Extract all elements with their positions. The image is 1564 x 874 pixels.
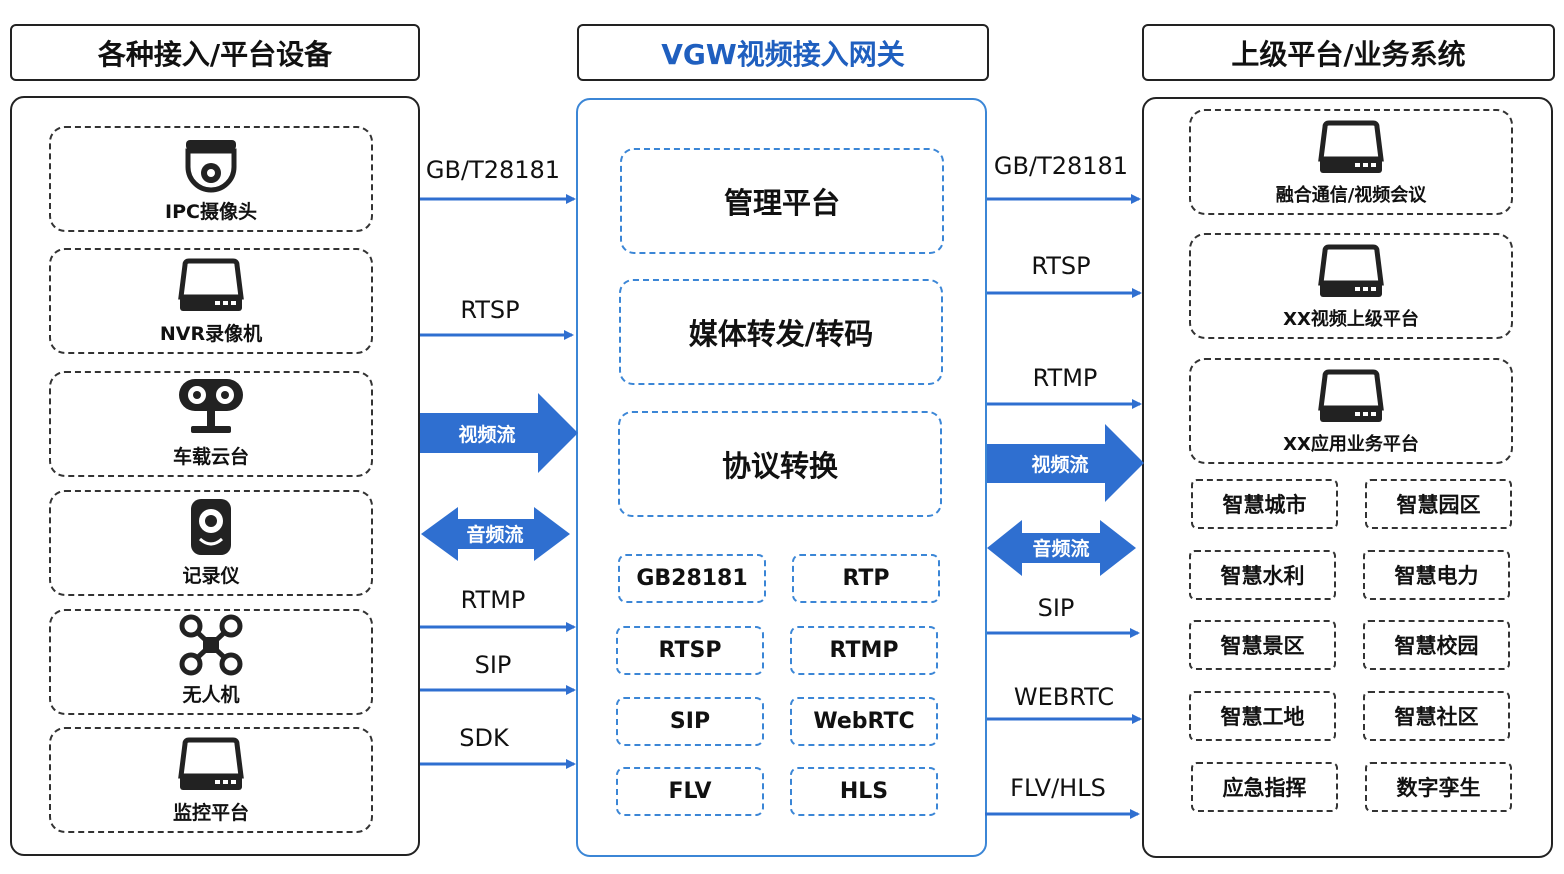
left-panel [10,96,420,856]
app-label: 智慧电力 [1394,564,1479,588]
protocol-label: GB28181 [636,566,748,591]
protocol-label: RTMP [829,638,899,663]
center-header: VGW视频接入网关 [577,24,989,81]
right-audio-arrow [987,520,1136,576]
right-header-title: 上级平台/业务系统 [1231,37,1466,71]
gateway-panel [576,98,987,857]
left-link-label-sip: SIP [474,651,512,679]
right-link-label-rtsp: RTSP [1031,252,1091,280]
protocol-gb28181: GB28181 [618,554,766,603]
drone-icon [179,614,243,680]
upper-platform-label: XX应用业务平台 [1283,434,1419,455]
protocol-sip: SIP [616,697,764,746]
protocol-rtmp: RTMP [790,626,938,675]
device-label: IPC摄像头 [165,201,257,223]
left-video-label: 视频流 [458,423,515,446]
app-smart-site: 智慧工地 [1189,691,1336,741]
protocol-label: RTSP [658,638,722,663]
right-link-label-sip: SIP [1037,594,1075,622]
left-audio-label: 音频流 [466,523,523,546]
device-label: 车载云台 [172,446,249,468]
protocol-label: WebRTC [813,709,915,734]
app-emergency-command: 应急指挥 [1191,762,1338,812]
right-link-label-gb: GB/T28181 [993,152,1129,180]
protocol-label: RTP [842,566,890,591]
server-device-icon [1315,368,1387,430]
upper-platform-label: 融合通信/视频会议 [1275,185,1427,206]
device-vehicle-ptz: 车载云台 [49,371,373,477]
app-smart-scenic: 智慧景区 [1189,620,1336,670]
device-body-recorder: 记录仪 [49,490,373,596]
app-label: 智慧社区 [1394,705,1479,729]
device-nvr: NVR录像机 [49,248,373,354]
upper-platform-business: XX应用业务平台 [1189,358,1513,464]
app-label: 智慧工地 [1220,705,1305,729]
upper-platform-video: XX视频上级平台 [1189,233,1513,339]
protocol-rtsp: RTSP [616,626,764,675]
app-smart-water: 智慧水利 [1189,550,1336,600]
device-label: 监控平台 [172,802,249,824]
vehicle-ptz-icon [176,376,246,442]
device-label: 记录仪 [182,565,240,587]
device-label: 无人机 [182,684,240,706]
left-video-arrow [420,393,578,473]
left-audio-arrow [421,507,570,561]
center-header-title: VGW视频接入网关 [661,37,905,71]
right-link-label-rtmp: RTMP [1032,364,1098,392]
app-smart-campus: 智慧校园 [1363,620,1510,670]
module-management: 管理平台 [620,148,944,254]
app-smart-community: 智慧社区 [1363,691,1510,741]
protocol-label: FLV [668,779,712,804]
module-label: 管理平台 [723,186,840,220]
right-video-arrow [987,424,1144,502]
left-link-label-sdk: SDK [459,724,509,752]
app-digital-twin: 数字孪生 [1365,762,1512,812]
module-label: 媒体转发/转码 [688,317,874,351]
right-link-label-webrtc: WEBRTC [1013,683,1115,711]
right-link-label-flvhls: FLV/HLS [1010,774,1106,802]
device-ipc-camera: IPC摄像头 [49,126,373,232]
app-smart-power: 智慧电力 [1363,550,1510,600]
app-smart-city: 智慧城市 [1191,479,1338,529]
app-label: 智慧城市 [1222,493,1307,517]
app-label: 智慧园区 [1396,493,1481,517]
left-link-label-rtmp: RTMP [460,586,526,614]
protocol-rtp: RTP [792,554,940,603]
protocol-label: SIP [669,709,711,734]
app-label: 数字孪生 [1396,776,1481,800]
protocol-hls: HLS [790,767,938,816]
app-label: 智慧校园 [1394,634,1479,658]
protocol-webrtc: WebRTC [790,697,938,746]
left-header-title: 各种接入/平台设备 [97,37,333,71]
right-audio-label: 音频流 [1032,537,1089,560]
module-media-transcode: 媒体转发/转码 [619,279,943,385]
upper-platform-label: XX视频上级平台 [1283,309,1419,330]
body-recorder-icon [186,497,236,561]
dome-camera-icon [180,137,242,197]
app-label: 智慧景区 [1220,634,1305,658]
app-label: 智慧水利 [1220,564,1305,588]
server-device-icon [175,736,247,798]
right-video-label: 视频流 [1031,453,1088,476]
module-label: 协议转换 [721,449,838,483]
module-protocol-conversion: 协议转换 [618,411,942,517]
left-link-label-gb: GB/T28181 [425,156,561,184]
left-header: 各种接入/平台设备 [10,24,420,81]
app-label: 应急指挥 [1222,776,1307,800]
server-device-icon [1315,119,1387,181]
upper-platform-conferencing: 融合通信/视频会议 [1189,109,1513,215]
protocol-label: HLS [839,779,889,804]
right-header: 上级平台/业务系统 [1142,24,1555,81]
server-device-icon [1315,243,1387,305]
protocol-flv: FLV [616,767,764,816]
left-link-label-rtsp: RTSP [460,296,520,324]
device-monitor-platform: 监控平台 [49,727,373,833]
device-label: NVR录像机 [159,323,263,345]
app-smart-park: 智慧园区 [1365,479,1512,529]
nvr-device-icon [175,257,247,319]
device-drone: 无人机 [49,609,373,715]
